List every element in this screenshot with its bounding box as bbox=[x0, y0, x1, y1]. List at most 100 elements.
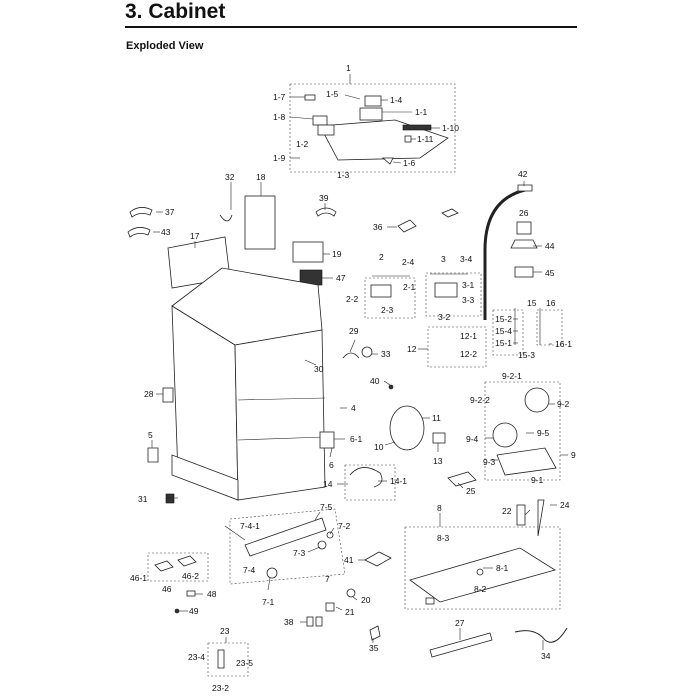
part-label-6-1: 6-1 bbox=[350, 434, 363, 444]
part-label-32: 32 bbox=[225, 172, 235, 182]
part-label-9: 9 bbox=[571, 450, 576, 460]
part-11-compressor bbox=[389, 405, 425, 451]
part-label-23-5: 23-5 bbox=[236, 658, 253, 668]
part-label-9-4: 9-4 bbox=[466, 434, 479, 444]
part-28-shape bbox=[162, 387, 174, 403]
part-1-1-shape bbox=[359, 107, 383, 121]
part-label-5: 5 bbox=[148, 430, 153, 440]
part-1-4-shape bbox=[364, 95, 382, 107]
part-label-3-1: 3-1 bbox=[462, 280, 475, 290]
part-label-37: 37 bbox=[165, 207, 175, 217]
part-label-4: 4 bbox=[351, 403, 356, 413]
assembly-box-12 bbox=[427, 326, 487, 368]
part-label-7-4: 7-4 bbox=[243, 565, 256, 575]
part-9-1-shape bbox=[496, 447, 557, 476]
part-2-shape bbox=[370, 284, 392, 298]
part-label-12-1: 12-1 bbox=[460, 331, 477, 341]
part-19-shape bbox=[292, 241, 324, 263]
part-label-47: 47 bbox=[336, 273, 346, 283]
part-label-1-9: 1-9 bbox=[273, 153, 286, 163]
part-label-12: 12 bbox=[407, 344, 417, 354]
part-label-9-5: 9-5 bbox=[537, 428, 550, 438]
part-25-shape bbox=[447, 471, 477, 487]
leader-1-8 bbox=[289, 116, 314, 120]
part-label-12-2: 12-2 bbox=[460, 349, 477, 359]
part-label-46-1: 46-1 bbox=[130, 573, 147, 583]
part-46-1-shape bbox=[154, 560, 174, 572]
part-29-shape bbox=[342, 352, 360, 359]
part-label-9-1: 9-1 bbox=[531, 475, 544, 485]
part-27-shape bbox=[429, 632, 493, 658]
part-49-shape bbox=[174, 608, 180, 614]
part-label-30: 30 bbox=[314, 364, 324, 374]
part-3-shape bbox=[434, 282, 458, 298]
part-label-1-11: 1-11 bbox=[417, 134, 434, 144]
part-38-shape-b bbox=[315, 616, 323, 627]
part-label-7-5: 7-5 bbox=[320, 502, 333, 512]
part-label-15-2: 15-2 bbox=[495, 314, 512, 324]
part-22-shape bbox=[516, 504, 526, 526]
part-label-7: 7 bbox=[325, 574, 330, 584]
part-label-3-2: 3-2 bbox=[438, 312, 451, 322]
part-32-shape bbox=[219, 214, 233, 222]
part-7-4-1-shape bbox=[244, 517, 327, 557]
part-label-36: 36 bbox=[373, 222, 383, 232]
part-label-22: 22 bbox=[502, 506, 512, 516]
part-label-8-2: 8-2 bbox=[474, 584, 487, 594]
view-title: Exploded View bbox=[126, 40, 204, 52]
assembly-box-9 bbox=[484, 381, 561, 481]
part-label-17: 17 bbox=[190, 231, 200, 241]
part-7-3-shape bbox=[317, 540, 327, 550]
part-label-24: 24 bbox=[560, 500, 570, 510]
part-label-23-4: 23-4 bbox=[188, 652, 205, 662]
part-40-shape bbox=[388, 384, 394, 390]
part-label-23-2: 23-2 bbox=[212, 683, 229, 693]
part-label-16: 16 bbox=[546, 298, 556, 308]
part-35-shape bbox=[369, 625, 381, 641]
leader-20 bbox=[352, 596, 358, 601]
part-9-2-shape bbox=[524, 387, 550, 413]
part-label-41: 41 bbox=[344, 555, 354, 565]
section-title: 3. Cabinet bbox=[125, 0, 226, 23]
part-45-shape bbox=[514, 266, 534, 278]
part-label-7-1: 7-1 bbox=[262, 597, 275, 607]
part-1-8-shape bbox=[312, 115, 328, 126]
part-label-38: 38 bbox=[284, 617, 294, 627]
part-label-layer: 11-11-21-31-41-51-61-71-81-91-101-1122-1… bbox=[130, 63, 576, 693]
part-top-clip bbox=[441, 208, 459, 218]
part-label-2: 2 bbox=[379, 252, 384, 262]
assembly-box-2 bbox=[364, 277, 416, 319]
part-7-1-shape bbox=[266, 567, 278, 579]
section-heading: 3. Cabinet bbox=[125, 0, 577, 28]
part-label-7-2: 7-2 bbox=[338, 521, 351, 531]
part-31-shape bbox=[165, 493, 175, 504]
leader-29 bbox=[349, 339, 356, 353]
part-38-shape bbox=[306, 616, 314, 627]
leader-7-5 bbox=[314, 511, 321, 521]
part-label-40: 40 bbox=[370, 376, 380, 386]
part-label-45: 45 bbox=[545, 268, 555, 278]
leader-7-3 bbox=[307, 546, 321, 553]
part-label-26: 26 bbox=[519, 208, 529, 218]
part-8-1-shape bbox=[476, 568, 484, 576]
part-18-shape bbox=[244, 195, 276, 250]
part-1-10-shape bbox=[402, 124, 432, 131]
part-1-7-shape bbox=[304, 94, 316, 101]
leader-10 bbox=[384, 441, 396, 446]
part-label-8-3: 8-3 bbox=[437, 533, 450, 543]
part-label-21: 21 bbox=[345, 607, 355, 617]
part-label-33: 33 bbox=[381, 349, 391, 359]
part-8-fastener bbox=[425, 597, 435, 605]
part-label-15-1: 15-1 bbox=[495, 338, 512, 348]
part-label-16-1: 16-1 bbox=[555, 339, 572, 349]
leader-1-5 bbox=[344, 94, 361, 100]
leader-7-4-1 bbox=[224, 525, 246, 541]
part-label-2-2: 2-2 bbox=[346, 294, 359, 304]
part-label-9-2-2: 9-2-2 bbox=[470, 395, 490, 405]
part-9-4-fan bbox=[492, 422, 518, 448]
leader-40 bbox=[383, 380, 391, 386]
leader-21 bbox=[335, 606, 343, 611]
leader-30 bbox=[304, 359, 317, 366]
part-label-46: 46 bbox=[162, 584, 172, 594]
part-label-18: 18 bbox=[256, 172, 266, 182]
